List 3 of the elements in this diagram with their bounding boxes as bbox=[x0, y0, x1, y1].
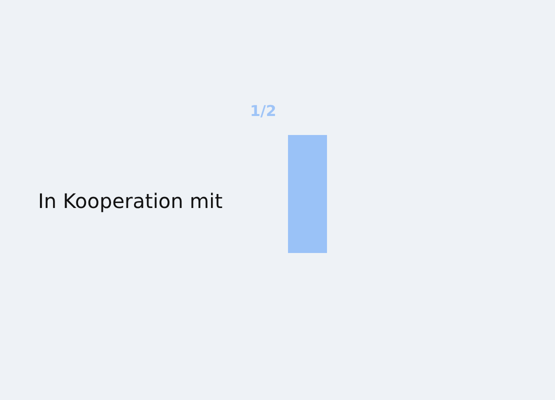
cooperation-text: In Kooperation mit bbox=[38, 189, 223, 213]
page-indicator: 1/2 bbox=[250, 102, 276, 120]
vertical-bar bbox=[288, 135, 327, 253]
